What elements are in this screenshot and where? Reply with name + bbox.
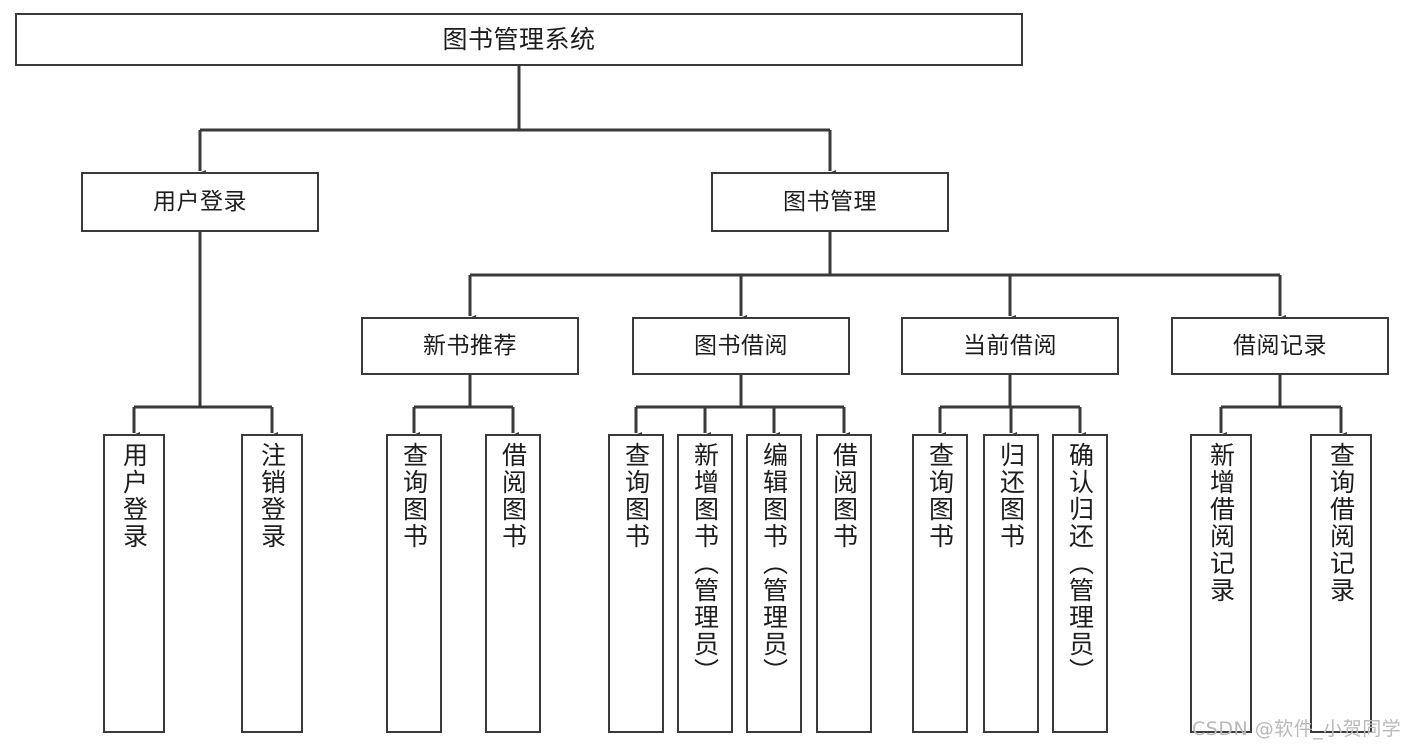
node-leaf-borrow-book-1[interactable]: 借阅图书 bbox=[485, 434, 541, 733]
node-label-leaf-return-book: 归还图书 bbox=[996, 442, 1026, 550]
node-label-leaf-query-book-1: 查询图书 bbox=[399, 442, 429, 550]
node-label-leaf-borrow-book-1: 借阅图书 bbox=[498, 442, 528, 550]
node-label-leaf-add-log: 新增借阅记录 bbox=[1206, 442, 1236, 604]
node-label-book-mgmt: 图书管理 bbox=[783, 188, 877, 215]
node-label-new-book-rec: 新书推荐 bbox=[423, 332, 517, 359]
node-leaf-add-book[interactable]: 新增图书（管理员） bbox=[677, 434, 733, 733]
node-new-book-rec[interactable]: 新书推荐 bbox=[361, 317, 579, 375]
node-leaf-query-book-3[interactable]: 查询图书 bbox=[912, 434, 968, 733]
node-root[interactable]: 图书管理系统 bbox=[15, 13, 1023, 66]
node-leaf-confirm-ret[interactable]: 确认归还（管理员） bbox=[1052, 434, 1108, 733]
node-leaf-edit-book[interactable]: 编辑图书（管理员） bbox=[746, 434, 802, 733]
node-leaf-user-logout[interactable]: 注销登录 bbox=[241, 434, 303, 733]
node-leaf-return-book[interactable]: 归还图书 bbox=[983, 434, 1039, 733]
node-label-leaf-borrow-book-2: 借阅图书 bbox=[829, 442, 859, 550]
node-label-root: 图书管理系统 bbox=[442, 25, 596, 54]
node-label-user-login: 用户登录 bbox=[153, 188, 247, 215]
node-label-borrow-log: 借阅记录 bbox=[1233, 332, 1327, 359]
node-borrow-log[interactable]: 借阅记录 bbox=[1171, 317, 1389, 375]
node-leaf-user-login[interactable]: 用户登录 bbox=[103, 434, 165, 733]
connector-lines bbox=[128, 66, 1347, 442]
node-leaf-query-book-1[interactable]: 查询图书 bbox=[386, 434, 442, 733]
node-leaf-borrow-book-2[interactable]: 借阅图书 bbox=[816, 434, 872, 733]
node-book-mgmt[interactable]: 图书管理 bbox=[711, 172, 949, 232]
node-user-login[interactable]: 用户登录 bbox=[81, 172, 319, 232]
node-label-leaf-edit-book: 编辑图书（管理员） bbox=[759, 442, 789, 685]
node-leaf-add-log[interactable]: 新增借阅记录 bbox=[1190, 434, 1252, 733]
node-cur-borrow[interactable]: 当前借阅 bbox=[901, 317, 1119, 375]
node-label-cur-borrow: 当前借阅 bbox=[963, 332, 1057, 359]
node-label-leaf-query-book-3: 查询图书 bbox=[925, 442, 955, 550]
node-label-leaf-user-login: 用户登录 bbox=[119, 442, 149, 550]
node-label-leaf-query-log: 查询借阅记录 bbox=[1326, 442, 1356, 604]
node-label-leaf-user-logout: 注销登录 bbox=[257, 442, 287, 550]
node-leaf-query-log[interactable]: 查询借阅记录 bbox=[1310, 434, 1372, 733]
node-book-borrow[interactable]: 图书借阅 bbox=[632, 317, 850, 375]
node-label-leaf-confirm-ret: 确认归还（管理员） bbox=[1065, 442, 1095, 685]
node-label-book-borrow: 图书借阅 bbox=[694, 332, 788, 359]
node-leaf-query-book-2[interactable]: 查询图书 bbox=[608, 434, 664, 733]
node-label-leaf-add-book: 新增图书（管理员） bbox=[690, 442, 720, 685]
node-label-leaf-query-book-2: 查询图书 bbox=[621, 442, 651, 550]
